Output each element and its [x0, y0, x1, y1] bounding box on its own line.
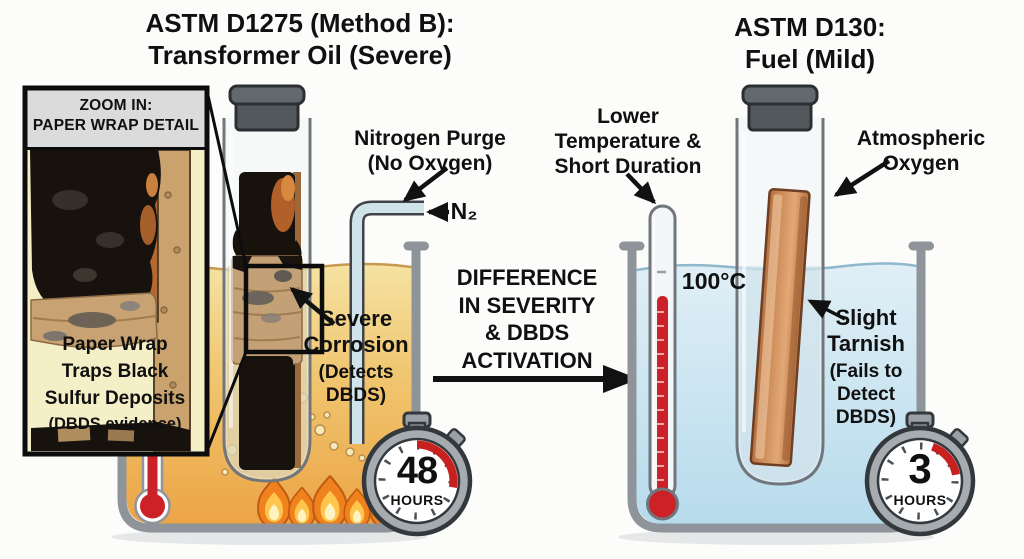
paper-wrap-illustration: [30, 150, 191, 452]
lower-temp-arrow: [625, 172, 657, 205]
right-stopwatch: [867, 413, 973, 534]
right-thermometer: [646, 204, 679, 521]
left-test-tube: [222, 84, 312, 483]
paper-wrap: [231, 255, 303, 365]
severe-corrosion-arrow: [289, 287, 336, 326]
right-apparatus: [619, 84, 934, 533]
right-panel-title: ASTM D130: Fuel (Mild): [734, 12, 886, 74]
lower-temperature-label: Lower Temperature & Short Duration: [554, 105, 702, 179]
atmospheric-oxygen-label: Atmospheric Oxygen: [856, 127, 986, 176]
zoom-in-box: [22, 85, 248, 457]
dbds-evidence-caption: (DBDS evidence): [48, 415, 182, 433]
beaker-shadows: [111, 529, 934, 545]
right-test-tube: [735, 84, 825, 486]
right-stopper: [741, 84, 819, 132]
oxygen-arrow: [833, 159, 891, 197]
left-timer-value: 48: [396, 450, 438, 492]
temperature-value: 100°C: [681, 268, 747, 294]
right-timer-value: 3: [908, 445, 932, 492]
zoom-box-header: ZOOM IN: PAPER WRAP DETAIL: [32, 97, 200, 135]
n2-label: N₂: [450, 198, 478, 224]
nitrogen-purge-label: Nitrogen Purge (No Oxygen): [354, 127, 506, 176]
nitrogen-tube: [349, 200, 424, 444]
left-panel-title: ASTM D1275 (Method B): Transformer Oil (…: [145, 8, 455, 70]
nitrogen-arrow: [402, 166, 449, 202]
difference-label: DIFFERENCE IN SEVERITY & DBDS ACTIVATION: [456, 265, 598, 373]
detects-dbds-label: (Detects DBDS): [318, 362, 394, 406]
fails-detect-dbds-label: (Fails to Detect DBDS): [829, 361, 903, 428]
left-stopper: [228, 84, 306, 132]
paper-wrap-caption: Paper Wrap Traps Black Sulfur Deposits: [44, 334, 186, 409]
left-timer-unit: HOURS: [390, 492, 444, 508]
severity-arrow: [433, 365, 639, 393]
annotation-arrows: [289, 159, 891, 326]
copper-strip: [749, 187, 811, 468]
right-timer-unit: HOURS: [893, 492, 947, 508]
left-stopwatch: [364, 413, 470, 534]
slight-tarnish-arrow: [807, 299, 846, 321]
severe-corrosion-label: Severe Corrosion: [303, 306, 409, 358]
slight-tarnish-label: Slight Tarnish: [827, 305, 905, 357]
zoom-callout-frame: [243, 263, 325, 355]
